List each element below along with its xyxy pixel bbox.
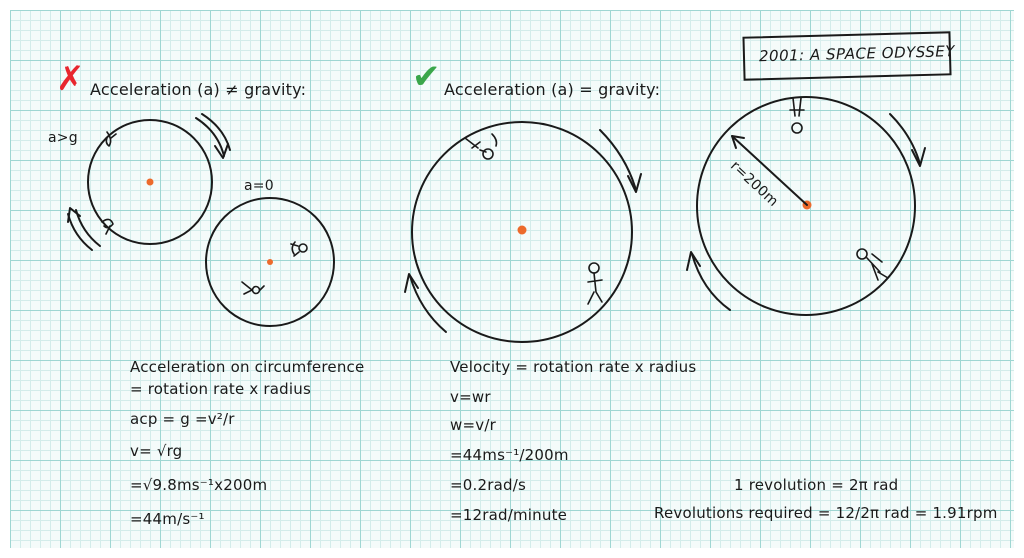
station-circle-still: [205, 197, 335, 327]
graph-paper-sheet: ✗ Acceleration (a) ≠ gravity: a>g a=0 ✔ …: [10, 10, 1014, 548]
cross-icon: ✗: [56, 59, 85, 99]
label-a-zero: a=0: [244, 178, 274, 194]
formula-left-3: acp = g =v²/r: [130, 410, 235, 428]
formula-mid-1: Velocity = rotation rate x radius: [450, 358, 697, 376]
center-dot-still: [267, 259, 273, 265]
formula-left-5: =√9.8ms⁻¹x200m: [130, 476, 268, 494]
formula-left-4: v= √rg: [130, 442, 183, 460]
center-dot-fast: [146, 178, 154, 186]
person-standing-right: [587, 262, 603, 305]
heading-correct: Acceleration (a) = gravity:: [444, 80, 661, 99]
person-floating-2: [241, 281, 265, 295]
rotation-arrow-mid-top: [599, 129, 642, 193]
label-a-greater-g: a>g: [48, 130, 78, 146]
formula-left-1: Acceleration on circumference: [130, 358, 365, 376]
check-icon: ✔: [412, 57, 441, 97]
formula-mid-6: =12rad/minute: [450, 506, 568, 524]
person-floating-1: [290, 241, 308, 257]
heading-wrong: Acceleration (a) ≠ gravity:: [90, 80, 307, 99]
rotation-arrow-mid-bottom: [404, 273, 447, 333]
formula-mid-3: w=v/r: [450, 416, 496, 434]
formula-left-2: = rotation rate x radius: [130, 380, 311, 398]
formula-mid-2: v=wr: [450, 388, 491, 406]
person-standing-top: [464, 133, 498, 160]
formula-left-6: =44m/s⁻¹: [130, 510, 205, 528]
center-dot-correct: [517, 225, 527, 235]
person-standing-odyssey-right: [856, 248, 889, 281]
formula-mid-4: =44ms⁻¹/200m: [450, 446, 569, 464]
rotation-arrow-right-top: [889, 113, 926, 167]
person-squashed-top: [105, 131, 117, 147]
person-standing-odyssey-top: [789, 97, 805, 134]
station-circle-fast: [87, 119, 213, 245]
station-circle-odyssey: [696, 96, 916, 316]
rotation-arrow-fast-bottom: [67, 207, 101, 251]
formula-right-1: 1 revolution = 2π rad: [734, 476, 899, 494]
formula-mid-5: =0.2rad/s: [450, 476, 526, 494]
radius-arrow: [731, 135, 808, 206]
rotation-arrow-fast-top: [195, 113, 231, 159]
rotation-arrow-right-bottom: [686, 251, 731, 311]
formula-right-2: Revolutions required = 12/2π rad = 1.91r…: [654, 504, 998, 522]
station-circle-correct: [411, 121, 633, 343]
title-box: 2001: A SPACE ODYSSEY: [742, 31, 955, 81]
person-squashed-bottom: [101, 218, 114, 235]
page-title: 2001: A SPACE ODYSSEY: [758, 42, 956, 66]
diagram-drawing: [67, 96, 926, 343]
